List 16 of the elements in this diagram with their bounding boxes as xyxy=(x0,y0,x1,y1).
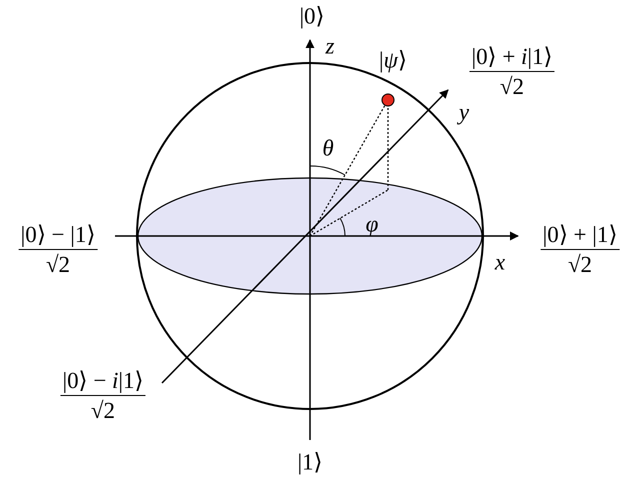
state-label: |1⟩ xyxy=(297,449,323,475)
state-denominator: √2 xyxy=(500,73,524,101)
state-numerator: |0⟩ + |1⟩ xyxy=(540,222,620,250)
state-denominator: √2 xyxy=(90,397,116,425)
axis-label: z xyxy=(326,33,334,59)
axis-label: x xyxy=(494,249,506,275)
state-numerator: |0⟩ − i|1⟩ xyxy=(60,368,146,396)
state-denominator: √2 xyxy=(46,251,70,279)
axis-label: y xyxy=(458,99,470,125)
state-numerator: |0⟩ + i|1⟩ xyxy=(469,44,555,72)
state-denominator: √2 xyxy=(568,251,592,279)
state-label: |ψ⟩ xyxy=(379,47,407,73)
angle-label: θ xyxy=(322,135,334,161)
state-label: |0⟩ xyxy=(299,3,325,29)
state-numerator: |0⟩ − |1⟩ xyxy=(18,222,98,250)
angle-label: φ xyxy=(366,211,378,237)
